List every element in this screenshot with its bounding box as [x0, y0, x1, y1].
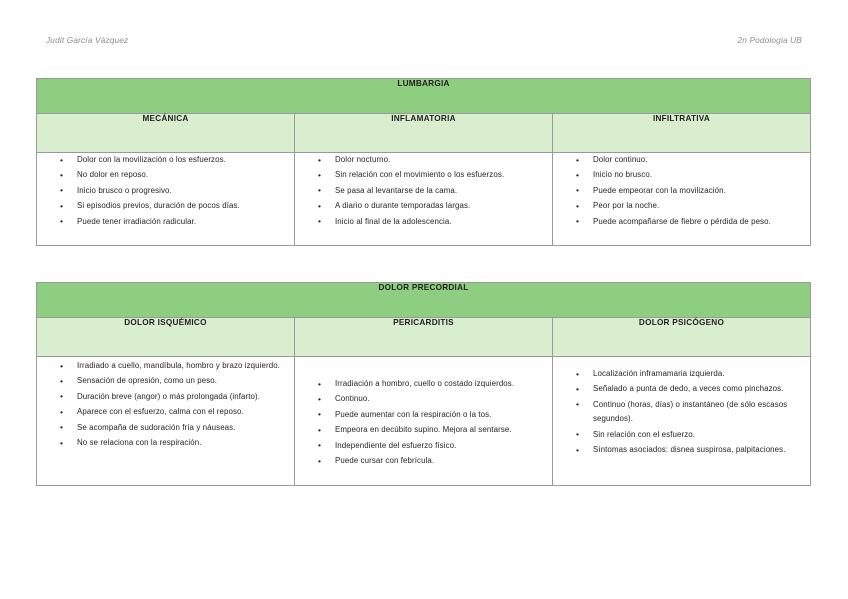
- list-item: Si episodios previos, duración de pocos …: [60, 199, 290, 214]
- list-item: Duración breve (angor) o más prolongada …: [60, 389, 290, 404]
- table-title-row: DOLOR PRECORDIAL: [36, 282, 811, 318]
- list-item: Puede cursar con febrícula.: [318, 454, 548, 469]
- list-item: Inicio no brusco.: [576, 168, 806, 183]
- cell-dolor-isquemico: Irradiado a cuello, mandíbula, hombro y …: [36, 356, 295, 486]
- list-item: Sensación de opresión, como un peso.: [60, 374, 290, 389]
- list-item: Puede acompañarse de fiebre o pérdida de…: [576, 214, 806, 229]
- list-item: Irradiado a cuello, mandíbula, hombro y …: [60, 358, 290, 373]
- list-item: Aparece con el esfuerzo, calma con el re…: [60, 405, 290, 420]
- header-author: Judit García Vázquez: [46, 35, 129, 45]
- list-item: Localización inframamaria izquierda.: [576, 366, 806, 381]
- list-item: Dolor continuo.: [576, 152, 806, 167]
- column-heading-dolor-psicogeno: DOLOR PSICÓGENO: [552, 317, 811, 357]
- list-item: Puede aumentar con la respiración o la t…: [318, 407, 548, 422]
- table-body-row: Dolor con la movilización o los esfuerzo…: [36, 152, 811, 246]
- column-heading-inflamatoria: INFLAMATORIA: [294, 113, 553, 153]
- list-item: Peor por la noche.: [576, 199, 806, 214]
- list-item: No se relaciona con la respiración.: [60, 436, 290, 451]
- list-item: Independiente del esfuerzo físico.: [318, 438, 548, 453]
- list-item: Sin relación con el esfuerzo.: [576, 427, 806, 442]
- table-body-row: Irradiado a cuello, mandíbula, hombro y …: [36, 356, 811, 486]
- list-item: Puede tener irradiación radicular.: [60, 214, 290, 229]
- table-title-dolor-precordial: DOLOR PRECORDIAL: [36, 282, 811, 318]
- list-item: Irradiación a hombro, cuello o costado i…: [318, 376, 548, 391]
- list-item: Inicio al final de la adolescencia.: [318, 214, 548, 229]
- table-subheading-row: DOLOR ISQUÉMICO PERICARDITIS DOLOR PSICÓ…: [36, 317, 811, 357]
- list-item: Se pasa al levantarse de la cama.: [318, 183, 548, 198]
- list-item: Dolor nocturno.: [318, 152, 548, 167]
- cell-mecanica: Dolor con la movilización o los esfuerzo…: [36, 152, 295, 246]
- list-item: Puede empeorar con la movilización.: [576, 183, 806, 198]
- running-header: Judit García Vázquez 2n Podologia UB: [46, 33, 802, 47]
- header-course: 2n Podologia UB: [737, 35, 802, 45]
- column-heading-infiltrativa: INFILTRATIVA: [552, 113, 811, 153]
- list-item: Continuo.: [318, 392, 548, 407]
- list-item: Señalado a punta de dedo, a veces como p…: [576, 382, 806, 397]
- table-subheading-row: MECÁNICA INFLAMATORIA INFILTRATIVA: [36, 113, 811, 153]
- list-item: Sin relación con el movimiento o los esf…: [318, 168, 548, 183]
- list-item: No dolor en reposo.: [60, 168, 290, 183]
- table-title-row: LUMBARGIA: [36, 78, 811, 114]
- list-mecanica: Dolor con la movilización o los esfuerzo…: [37, 152, 294, 229]
- column-heading-pericarditis: PERICARDITIS: [294, 317, 553, 357]
- column-heading-mecanica: MECÁNICA: [36, 113, 295, 153]
- list-item: Empeora en decúbito supino. Mejora al se…: [318, 423, 548, 438]
- list-dolor-isquemico: Irradiado a cuello, mandíbula, hombro y …: [37, 357, 294, 450]
- list-item: Continuo (horas, días) o instantáneo (de…: [576, 397, 806, 427]
- list-pericarditis: Irradiación a hombro, cuello o costado i…: [295, 357, 552, 468]
- cell-inflamatoria: Dolor nocturno. Sin relación con el movi…: [294, 152, 553, 246]
- cell-infiltrativa: Dolor continuo. Inicio no brusco. Puede …: [552, 152, 811, 246]
- list-inflamatoria: Dolor nocturno. Sin relación con el movi…: [295, 152, 552, 229]
- list-dolor-psicogeno: Localización inframamaria izquierda. Señ…: [553, 357, 810, 457]
- list-infiltrativa: Dolor continuo. Inicio no brusco. Puede …: [553, 152, 810, 229]
- column-heading-dolor-isquemico: DOLOR ISQUÉMICO: [36, 317, 295, 357]
- list-item: Inicio brusco o progresivo.: [60, 183, 290, 198]
- list-item: Dolor con la movilización o los esfuerzo…: [60, 152, 290, 167]
- table-dolor-precordial: DOLOR PRECORDIAL DOLOR ISQUÉMICO PERICAR…: [36, 282, 811, 486]
- cell-dolor-psicogeno: Localización inframamaria izquierda. Señ…: [552, 356, 811, 486]
- table-title-lumbargia: LUMBARGIA: [36, 78, 811, 114]
- cell-pericarditis: Irradiación a hombro, cuello o costado i…: [294, 356, 553, 486]
- table-lumbargia: LUMBARGIA MECÁNICA INFLAMATORIA INFILTRA…: [36, 78, 811, 246]
- list-item: Se acompaña de sudoración fría y náuseas…: [60, 420, 290, 435]
- list-item: A diario o durante temporadas largas.: [318, 199, 548, 214]
- list-item: Síntomas asociados: disnea suspirosa, pa…: [576, 443, 806, 458]
